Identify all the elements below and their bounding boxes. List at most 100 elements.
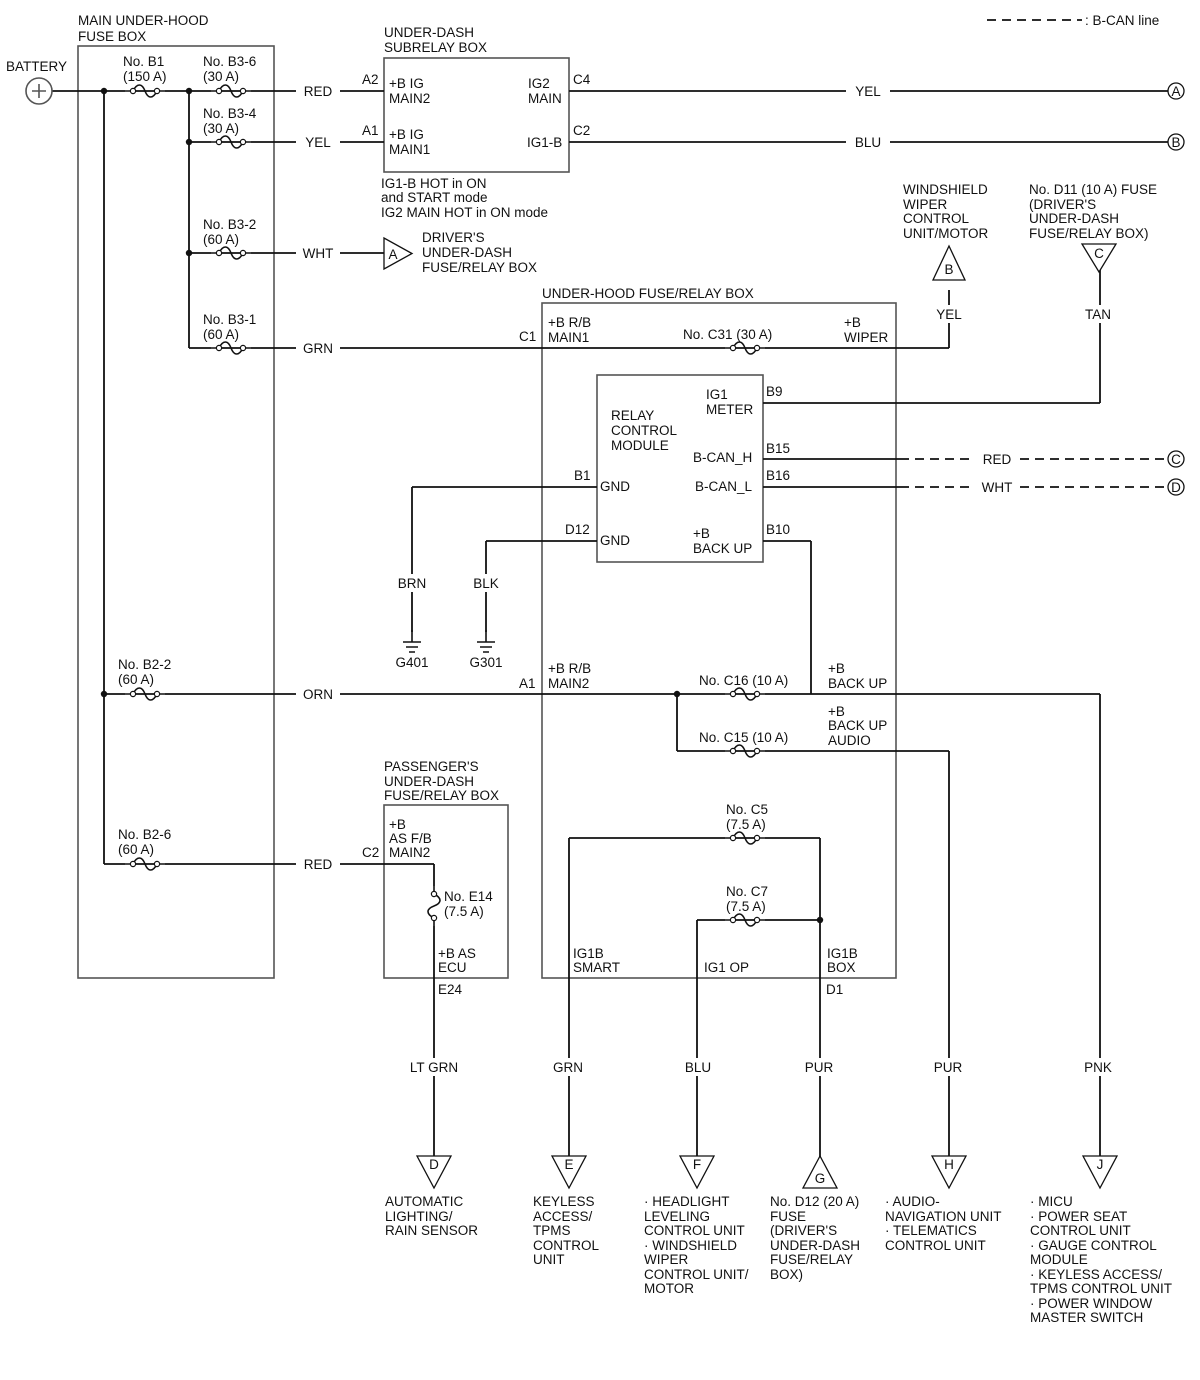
pin-label: A1 (519, 676, 536, 691)
svg-text:AUTOMATIC: AUTOMATIC (385, 1194, 464, 1209)
svg-text:· AUDIO-: · AUDIO- (885, 1194, 940, 1209)
wire-label: LT GRN (410, 1060, 458, 1075)
fuse-label: No. B2-2 (118, 657, 171, 672)
svg-text:D: D (429, 1157, 439, 1172)
terminal-label: IG1B (827, 946, 858, 961)
rcm-outline (596, 374, 764, 563)
pin-label: B10 (766, 522, 790, 537)
wire-label: ORN (303, 687, 333, 702)
svg-text:MASTER SWITCH: MASTER SWITCH (1030, 1310, 1143, 1325)
svg-text:WIPER: WIPER (903, 197, 948, 212)
svg-text:UNDER-DASH: UNDER-DASH (422, 245, 512, 260)
svg-text:· POWER WINDOW: · POWER WINDOW (1030, 1296, 1152, 1311)
svg-text:BOX): BOX) (770, 1267, 803, 1282)
svg-text:A: A (1171, 84, 1180, 99)
fuse-label: (30 A) (203, 121, 239, 136)
pin-label: B16 (766, 468, 790, 483)
pin-label: C2 (573, 123, 590, 138)
wire-label: BLU (855, 135, 881, 150)
pin-label: A1 (362, 123, 379, 138)
svg-text:MODULE: MODULE (1030, 1252, 1088, 1267)
svg-text:FUSE/RELAY BOX): FUSE/RELAY BOX) (1029, 226, 1149, 241)
svg-text:UNDER-DASH: UNDER-DASH (770, 1238, 860, 1253)
rcm-title: MODULE (611, 438, 669, 453)
svg-text:FUSE: FUSE (770, 1209, 806, 1224)
connector-d-bottom: D (415, 1155, 453, 1190)
fuse-b1 (123, 83, 167, 99)
fuse-label: (60 A) (118, 842, 154, 857)
destination-e: KEYLESS ACCESS/ TPMS CONTROL UNIT (533, 1194, 599, 1267)
main-fuse-box-title: MAIN UNDER-HOOD FUSE BOX (78, 13, 209, 44)
connector-a-drivers-box: A (383, 236, 414, 271)
svg-text:· MICU: · MICU (1030, 1194, 1073, 1209)
connectors: A B C D A B C D (383, 82, 1185, 1190)
fuse-b3-2 (209, 245, 253, 261)
terminal-label: IG1 OP (704, 960, 749, 975)
subrelay-note: and START mode (381, 190, 488, 205)
svg-text:NAVIGATION UNIT: NAVIGATION UNIT (885, 1209, 1002, 1224)
terminal-label: +B IG (389, 127, 424, 142)
terminal-label: +B IG (389, 76, 424, 91)
svg-text:· TELEMATICS: · TELEMATICS (885, 1223, 977, 1238)
svg-text:MAIN UNDER-HOOD: MAIN UNDER-HOOD (78, 13, 209, 28)
svg-text:CONTROL: CONTROL (533, 1238, 599, 1253)
terminal-label: MAIN1 (389, 142, 430, 157)
terminal-label: WIPER (844, 330, 889, 345)
under-hood-box-labels: UNDER-HOOD FUSE/RELAY BOX C1 +B R/B MAIN… (519, 286, 889, 997)
subrelay-box-labels: UNDER-DASH SUBRELAY BOX A2 A1 C4 C2 +B I… (362, 25, 591, 220)
svg-text:· POWER SEAT: · POWER SEAT (1030, 1209, 1127, 1224)
passenger-title: PASSENGER'S (384, 759, 479, 774)
ground-g301-label: G301 (469, 655, 502, 670)
legend-b-can-label: : B-CAN line (1085, 13, 1159, 28)
wire-label: YEL (855, 84, 881, 99)
pin-label: B1 (574, 468, 591, 483)
fuse-label: No. C15 (10 A) (699, 730, 788, 745)
wire-label: GRN (303, 341, 333, 356)
fuse-label: (60 A) (203, 327, 239, 342)
svg-text:C: C (1171, 452, 1181, 467)
terminal-label: SMART (573, 960, 620, 975)
destination-h: · AUDIO- NAVIGATION UNIT · TELEMATICS CO… (885, 1194, 1002, 1253)
svg-text:RAIN SENSOR: RAIN SENSOR (385, 1223, 478, 1238)
drivers-box-label: DRIVER'S UNDER-DASH FUSE/RELAY BOX (422, 230, 537, 275)
fuse-label: (30 A) (203, 69, 239, 84)
pin-label: A2 (362, 72, 379, 87)
svg-text:CONTROL: CONTROL (903, 211, 969, 226)
fuse-label: No. B3-6 (203, 54, 256, 69)
wire-label: BRN (398, 576, 427, 591)
terminal-label: B-CAN_H (693, 450, 752, 465)
wire-label: RED (304, 857, 333, 872)
wiper-unit-label: WINDSHIELD WIPER CONTROL UNIT/MOTOR (903, 182, 988, 241)
terminal-label: BOX (827, 960, 856, 975)
battery-label: BATTERY (6, 59, 67, 74)
svg-text:(DRIVER'S: (DRIVER'S (770, 1223, 837, 1238)
terminal-label: BACK UP (693, 541, 752, 556)
connector-c-d11: C (1080, 243, 1118, 274)
main-fuse-box-outline (77, 45, 275, 979)
terminal-label: IG2 (528, 76, 550, 91)
subrelay-box-outline (383, 57, 570, 173)
fuse-label: No. B3-1 (203, 312, 256, 327)
pin-label: C2 (362, 845, 379, 860)
fuse-e14 (426, 884, 442, 928)
fuse-label: (150 A) (123, 69, 167, 84)
wire-label: PUR (805, 1060, 834, 1075)
destination-d: AUTOMATIC LIGHTING/ RAIN SENSOR (385, 1194, 478, 1238)
fuse-label: (7.5 A) (444, 904, 484, 919)
svg-text:(DRIVER'S: (DRIVER'S (1029, 197, 1096, 212)
fuse-b3-4 (209, 134, 253, 150)
fuse-label: No. B3-4 (203, 106, 257, 121)
main-fuse-box-fuse-labels: No. B1 (150 A) No. B3-6 (30 A) No. B3-4 … (118, 54, 257, 857)
fuse-label: No. C5 (726, 802, 768, 817)
svg-text:C: C (1094, 246, 1104, 261)
svg-text:WINDSHIELD: WINDSHIELD (903, 182, 988, 197)
fuse-c15 (723, 743, 767, 759)
svg-text:CONTROL UNIT: CONTROL UNIT (885, 1238, 986, 1253)
connector-j-bottom: J (1081, 1155, 1119, 1190)
terminal-label: IG1B (573, 946, 604, 961)
subrelay-note: IG2 MAIN HOT in ON mode (381, 205, 548, 220)
svg-text:ACCESS/: ACCESS/ (533, 1209, 593, 1224)
fuse-b3-6 (209, 83, 253, 99)
pin-label: C4 (573, 72, 591, 87)
